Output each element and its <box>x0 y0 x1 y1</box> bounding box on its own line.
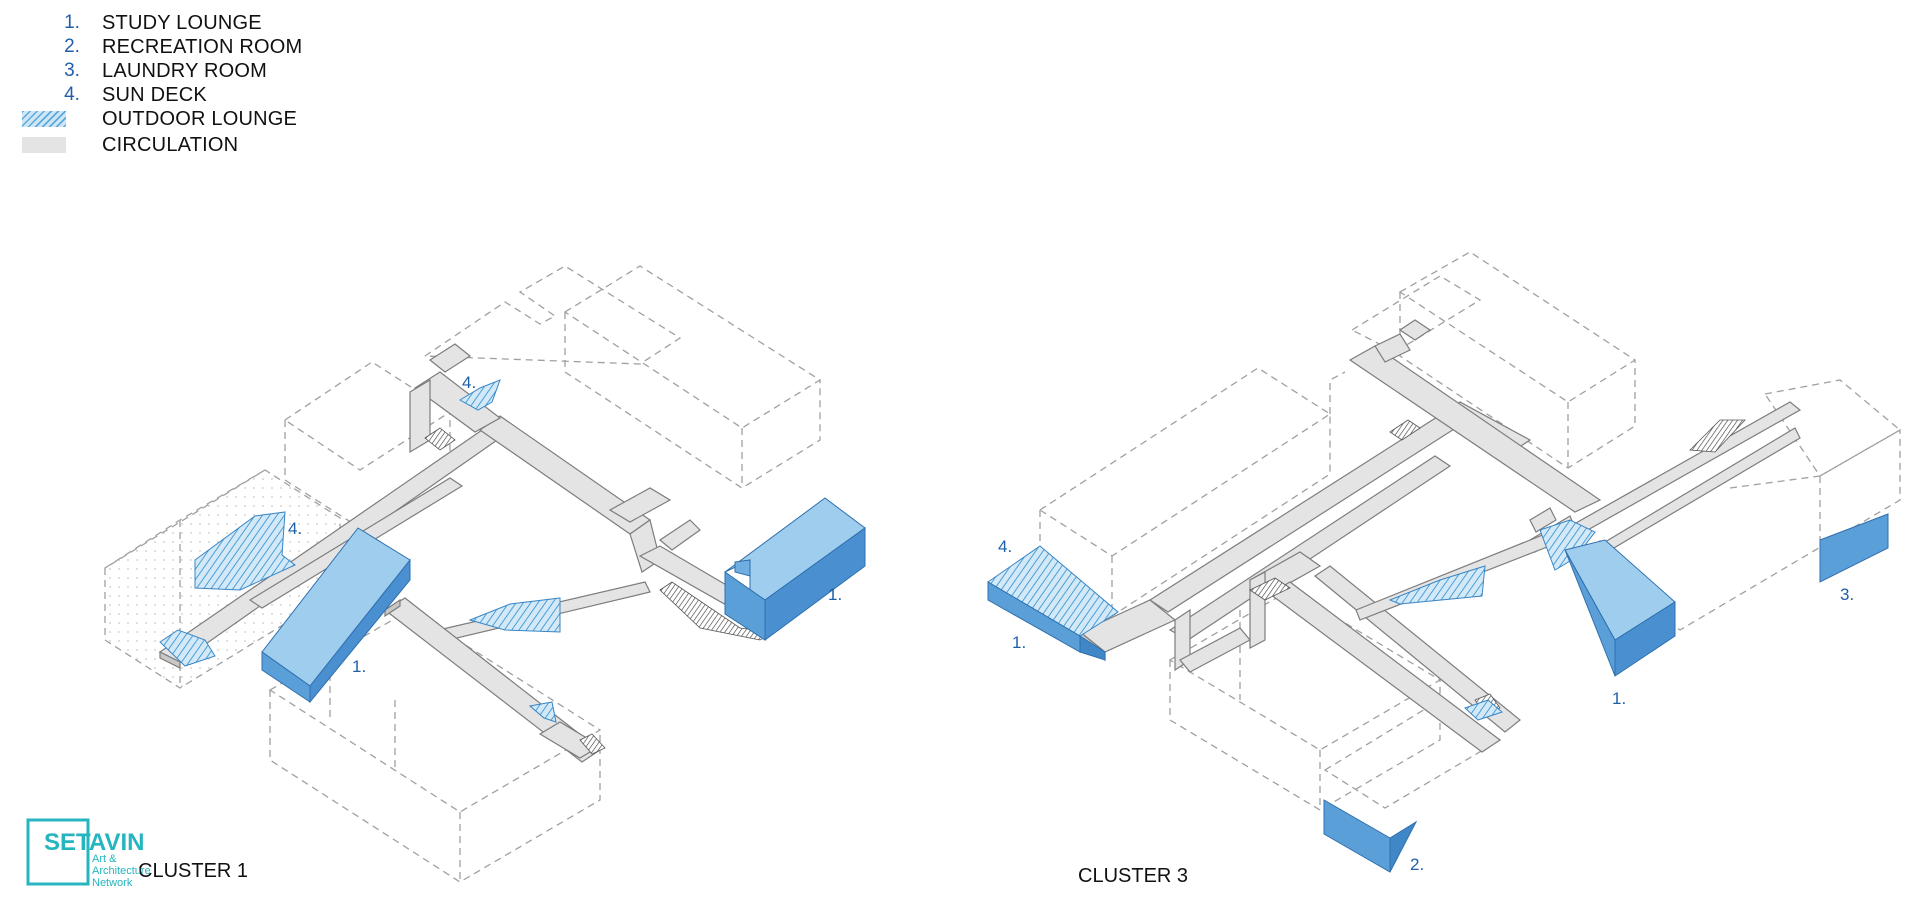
watermark-tagline-1: Art & <box>92 853 117 865</box>
cluster-3-stairs <box>1249 419 1746 715</box>
legend-item-laundry-room: 3. LAUNDRY ROOM <box>22 60 342 84</box>
cluster-3-diagram: 4. 1. 1. 3. 2. <box>987 251 1902 874</box>
label-c3-study-lounge-center: 1. <box>1612 689 1626 708</box>
cluster-3-recreation-room <box>1323 799 1418 873</box>
label-c3-recreation-room: 2. <box>1410 855 1424 874</box>
label-c3-laundry-room: 3. <box>1840 585 1854 604</box>
legend-label: SUN DECK <box>102 84 207 106</box>
cluster-3-title: CLUSTER 3 <box>1078 865 1189 887</box>
legend-number: 1. <box>64 12 80 33</box>
legend-label: OUTDOOR LOUNGE <box>102 108 298 130</box>
label-c1-study-lounge-center: 1. <box>352 657 366 676</box>
legend-item-study-lounge: 1. STUDY LOUNGE <box>22 12 342 36</box>
legend-label: CIRCULATION <box>102 134 239 156</box>
cluster-1-study-lounge-center <box>261 527 411 704</box>
label-c1-sun-deck-left: 4. <box>288 519 302 538</box>
cluster-3-laundry-room <box>1819 513 1889 583</box>
circulation-swatch <box>22 137 66 153</box>
cluster-1-title: CLUSTER 1 <box>138 860 249 882</box>
label-c1-sun-deck-top: 4. <box>462 373 476 392</box>
cluster-3-labels: 4. 1. 1. 3. 2. <box>998 537 1854 874</box>
watermark-tagline-3: Network <box>92 877 133 889</box>
cluster-1-labels: 4. 4. 1. 1. <box>288 373 842 676</box>
label-c3-sun-deck: 4. <box>998 537 1012 556</box>
label-c3-study-lounge-left: 1. <box>1012 633 1026 652</box>
legend-item-sun-deck: 4. SUN DECK <box>22 84 342 108</box>
label-c1-study-lounge-right: 1. <box>828 585 842 604</box>
legend-number: 4. <box>64 84 80 105</box>
legend-item-outdoor-lounge: OUTDOOR LOUNGE <box>22 108 342 132</box>
cluster-1-outdoor-lounges <box>159 379 561 723</box>
cluster-3-outdoor-lounges <box>987 519 1596 721</box>
legend-item-recreation-room: 2. RECREATION ROOM <box>22 36 342 60</box>
outdoor-lounge-swatch <box>22 111 66 127</box>
legend-number: 2. <box>64 36 80 57</box>
legend-label: RECREATION ROOM <box>102 36 303 58</box>
legend-label: STUDY LOUNGE <box>102 12 262 34</box>
cluster-3-study-lounge-center <box>1564 539 1676 677</box>
watermark-brand: SETAVIN <box>44 829 144 856</box>
legend-label: LAUNDRY ROOM <box>102 60 268 82</box>
cluster-1-study-lounge-right <box>724 497 866 641</box>
cluster-1-diagram: 4. 4. 1. 1. <box>104 265 866 883</box>
cluster-3-study-lounge-left <box>987 581 1106 661</box>
legend-item-circulation: CIRCULATION <box>22 134 342 158</box>
watermark-tagline-2: Architecture <box>92 865 151 877</box>
setavin-watermark-logo: SETAVIN Art & Architecture Network <box>26 818 151 889</box>
legend-number: 3. <box>64 60 80 81</box>
cluster-1-circulation <box>158 343 747 763</box>
